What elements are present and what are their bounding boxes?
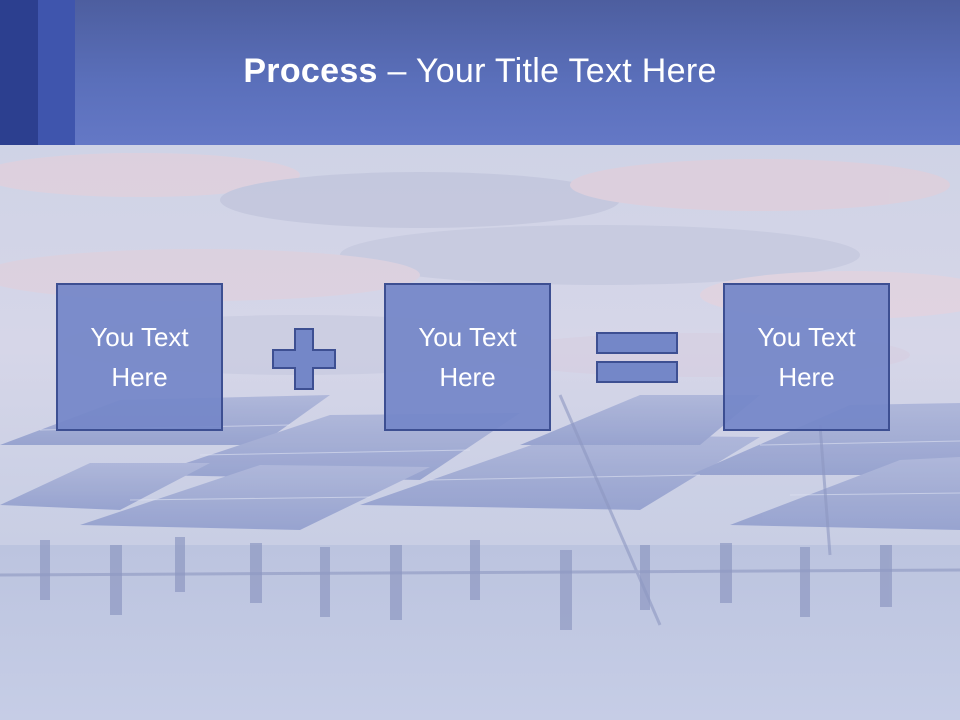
header-accent-stripe (0, 0, 38, 145)
process-box-label: You Text Here (757, 322, 856, 392)
slide-title[interactable]: Process – Your Title Text Here (0, 52, 960, 91)
process-box-label: You Text Here (90, 322, 189, 392)
title-text: – Your Title Text Here (377, 52, 717, 90)
process-box-2[interactable]: You Text Here (384, 283, 551, 431)
title-bold-text: Process (243, 52, 378, 90)
plus-icon (272, 328, 336, 390)
process-box-1[interactable]: You Text Here (56, 283, 223, 431)
equals-icon (596, 332, 678, 383)
background-solar-farm-image (0, 145, 960, 720)
process-box-3[interactable]: You Text Here (723, 283, 890, 431)
header-accent-stripe (38, 0, 75, 145)
title-header: Process – Your Title Text Here (0, 0, 960, 145)
process-box-label: You Text Here (418, 322, 517, 392)
